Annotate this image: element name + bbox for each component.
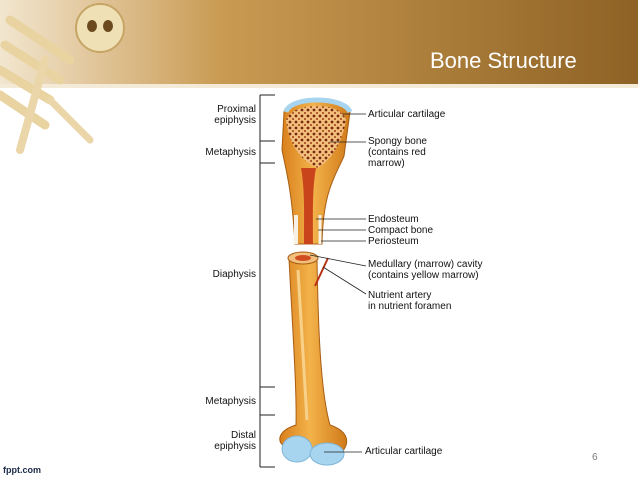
label-proximal-epiphysis: Proximal epiphysis bbox=[196, 104, 256, 126]
region-bracket bbox=[259, 94, 275, 468]
label-metaphysis-bottom: Metaphysis bbox=[205, 396, 256, 407]
label-articular-cartilage-bottom: Articular cartilage bbox=[365, 446, 443, 457]
lower-bone bbox=[279, 251, 348, 466]
label-medullary-cavity: Medullary (marrow) cavity (contains yell… bbox=[368, 259, 482, 281]
label-line: epiphysis bbox=[214, 115, 256, 126]
label-diaphysis: Diaphysis bbox=[212, 269, 256, 280]
label-line: (contains red bbox=[368, 147, 426, 158]
label-line: Medullary (marrow) cavity bbox=[368, 259, 483, 270]
label-line: in nutrient foramen bbox=[368, 301, 452, 312]
label-nutrient-artery: Nutrient artery in nutrient foramen bbox=[368, 290, 451, 312]
label-periosteum: Periosteum bbox=[368, 236, 419, 247]
label-line: Spongy bone bbox=[368, 136, 427, 147]
label-line: epiphysis bbox=[214, 441, 256, 452]
label-articular-cartilage-top: Articular cartilage bbox=[368, 109, 446, 120]
label-line: Proximal bbox=[217, 104, 256, 115]
label-line: (contains yellow marrow) bbox=[368, 270, 479, 281]
label-spongy-bone: Spongy bone (contains red marrow) bbox=[368, 136, 427, 169]
leader-lines bbox=[309, 113, 367, 453]
slide-title: Bone Structure bbox=[430, 48, 577, 73]
label-metaphysis-top: Metaphysis bbox=[205, 147, 256, 158]
label-compact-bone: Compact bone bbox=[368, 225, 434, 236]
label-distal-epiphysis: Distal epiphysis bbox=[186, 430, 256, 452]
watermark-text: fppt.com bbox=[3, 465, 41, 475]
skeleton-decoration bbox=[0, 3, 125, 154]
label-line: marrow) bbox=[368, 158, 405, 169]
upper-bone-fragment bbox=[281, 97, 353, 245]
label-endosteum: Endosteum bbox=[368, 214, 419, 225]
label-line: Distal bbox=[230, 430, 256, 441]
page-number: 6 bbox=[592, 452, 598, 463]
label-line: Nutrient artery bbox=[368, 290, 432, 301]
